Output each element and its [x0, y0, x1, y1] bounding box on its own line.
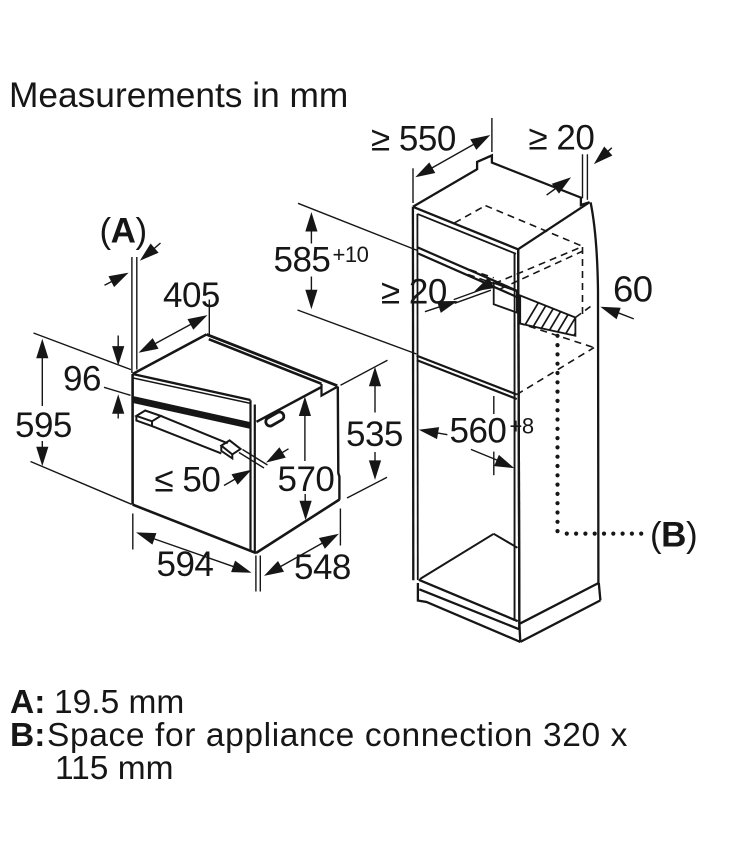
svg-text:B:: B: — [10, 717, 45, 754]
svg-text:535: 535 — [346, 415, 403, 454]
svg-text:+8: +8 — [510, 414, 534, 439]
svg-text:Space for appliance connection: Space for appliance connection 320 x — [47, 717, 628, 754]
svg-text:405: 405 — [163, 276, 220, 315]
svg-text:(A): (A) — [100, 212, 147, 251]
svg-text:570: 570 — [278, 460, 335, 499]
svg-text:60: 60 — [613, 269, 653, 310]
svg-text:A:: A: — [10, 684, 45, 721]
svg-text:595: 595 — [15, 406, 72, 445]
svg-text:≥ 20: ≥ 20 — [529, 119, 595, 158]
svg-text:594: 594 — [157, 545, 214, 584]
svg-text:(B): (B) — [650, 516, 697, 555]
svg-text:560: 560 — [450, 412, 507, 451]
svg-text:≤ 50: ≤ 50 — [155, 461, 221, 500]
svg-text:548: 548 — [294, 548, 351, 587]
svg-text:≥ 550: ≥ 550 — [371, 120, 456, 159]
svg-text:115 mm: 115 mm — [55, 750, 174, 787]
svg-text:19.5 mm: 19.5 mm — [54, 684, 184, 721]
svg-text:Measurements in mm: Measurements in mm — [9, 76, 348, 115]
svg-text:≥ 20: ≥ 20 — [381, 273, 447, 312]
svg-text:585: 585 — [274, 241, 331, 280]
svg-text:+10: +10 — [333, 242, 369, 267]
svg-text:96: 96 — [63, 360, 101, 399]
